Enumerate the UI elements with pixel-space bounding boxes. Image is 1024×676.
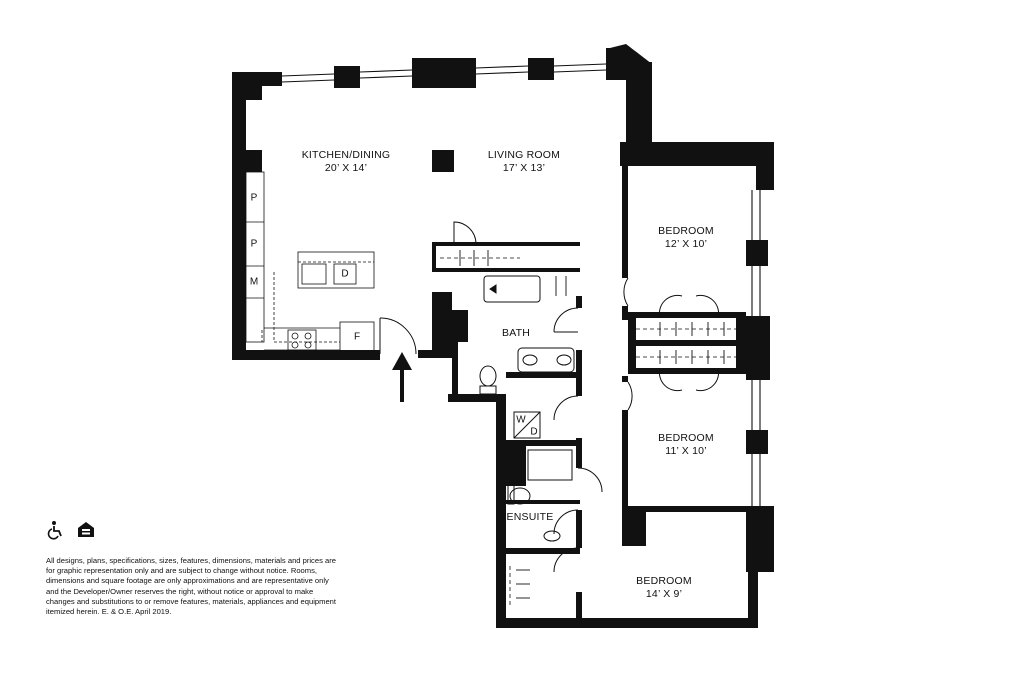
cabinetry: [245, 171, 736, 608]
dryer-label: D: [530, 427, 537, 438]
door-swings: [379, 221, 720, 573]
entry-arrow-icon: [392, 352, 412, 402]
windows: [281, 63, 761, 506]
room-name-living: LIVING ROOM: [488, 149, 560, 161]
accessibility-icon: [47, 521, 62, 540]
interior-walls: [432, 166, 748, 620]
exterior-walls: [232, 44, 774, 628]
dishwasher-label: D: [341, 269, 348, 280]
structural-column: [432, 150, 454, 172]
pantry-label-2: P: [251, 239, 258, 250]
room-name-bedroom-3: BEDROOM: [636, 575, 692, 587]
room-name-kitchen: KITCHEN/DINING: [302, 149, 391, 161]
room-name-bedroom-2: BEDROOM: [658, 432, 714, 444]
legal-disclaimer: All designs, plans, specifications, size…: [46, 556, 336, 617]
room-name-bath: BATH: [502, 327, 530, 339]
bath-fixtures: [479, 275, 575, 542]
closet-hangers: [459, 250, 725, 599]
room-name-ensuite: ENSUITE: [507, 511, 554, 523]
room-dims-living: 17’ X 13’: [503, 162, 545, 174]
fridge-label: F: [354, 332, 360, 343]
appliance-labels: P P M D F W D: [250, 193, 538, 438]
room-dims-kitchen: 20’ X 14’: [325, 162, 367, 174]
room-dims-bedroom-2: 11’ X 10’: [665, 445, 707, 457]
equal-housing-icon: [78, 522, 94, 537]
washer-label: W: [516, 415, 526, 426]
logo-row: [46, 520, 96, 540]
room-name-bedroom-1: BEDROOM: [658, 225, 714, 237]
room-labels: KITCHEN/DINING 20’ X 14’ LIVING ROOM 17’…: [302, 149, 714, 600]
room-dims-bedroom-3: 14’ X 9’: [646, 588, 682, 600]
microwave-label: M: [250, 277, 258, 288]
room-dims-bedroom-1: 12’ X 10’: [665, 238, 707, 250]
pantry-label-1: P: [251, 193, 258, 204]
